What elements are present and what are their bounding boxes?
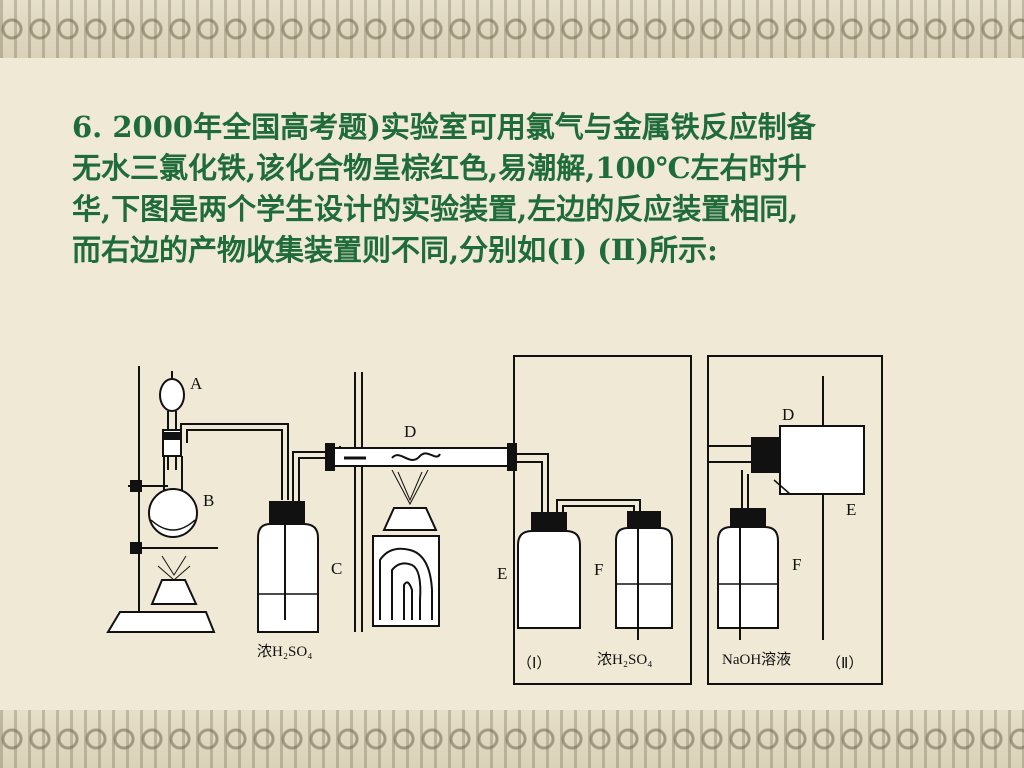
box2-label: （Ⅱ） bbox=[826, 655, 863, 672]
label-e-box2: E bbox=[846, 500, 856, 519]
question-line-3: 华,下图是两个学生设计的实验装置,左边的反应装置相同, bbox=[72, 192, 799, 226]
reagent-conc-h2so4-left: 浓H₂SO₄ bbox=[257, 643, 312, 660]
wash-bottle-f-1 bbox=[556, 499, 673, 640]
stand-c bbox=[354, 372, 363, 632]
question-line-2: 无水三氯化铁,该化合物呈棕红色,易潮解,100℃左右时升 bbox=[72, 151, 807, 185]
support-block bbox=[372, 535, 440, 627]
box1-label: （Ⅰ） bbox=[517, 655, 551, 672]
top-decorative-border bbox=[0, 0, 1024, 58]
label-c: C bbox=[331, 559, 342, 578]
ring-stand-left bbox=[106, 366, 218, 633]
collection-bottle-e-1 bbox=[514, 453, 581, 629]
separatory-funnel-a bbox=[159, 371, 185, 470]
reagent-naoh-solution: NaOH溶液 bbox=[722, 651, 791, 668]
label-d-left: D bbox=[404, 422, 416, 441]
wash-bottle-f-2 bbox=[717, 470, 791, 640]
wash-bottle-conc-h2so4 bbox=[257, 446, 341, 633]
round-flask-b bbox=[148, 456, 198, 538]
label-d-box2: D bbox=[782, 405, 794, 424]
label-a: A bbox=[190, 374, 203, 393]
label-f-box2: F bbox=[792, 555, 801, 574]
label-e-box1: E bbox=[497, 564, 507, 583]
question-line-1: 6. 2000年全国高考题)实验室可用氯气与金属铁反应制备 bbox=[72, 110, 816, 144]
question-text: 6. 2000年全国高考题)实验室可用氯气与金属铁反应制备 无水三氯化铁,该化合… bbox=[72, 107, 952, 271]
label-b: B bbox=[203, 491, 214, 510]
burner-2 bbox=[382, 469, 438, 531]
reaction-tube-d bbox=[325, 443, 517, 471]
collection-unit-d-e bbox=[708, 376, 865, 640]
burner-1 bbox=[150, 555, 198, 605]
label-f-box1: F bbox=[594, 560, 603, 579]
reagent-conc-h2so4-box1: 浓H₂SO₄ bbox=[597, 651, 652, 668]
question-line-4: 而右边的产物收集装置则不同,分别如(Ⅰ) (Ⅱ)所示: bbox=[72, 233, 718, 267]
bottom-decorative-border bbox=[0, 710, 1024, 768]
box-2 bbox=[707, 355, 883, 685]
box-1 bbox=[513, 355, 692, 685]
